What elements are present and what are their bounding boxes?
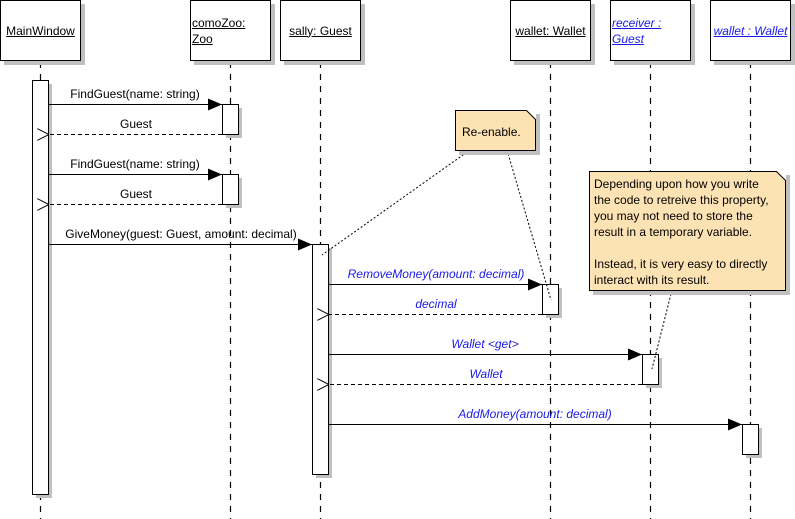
lifeline-head-comozoo[interactable]: comoZoo: Zoo: [190, 0, 271, 61]
activation-comozoo-2: [222, 174, 239, 205]
message-label-findguest-2: FindGuest(name: string): [70, 157, 200, 171]
lifeline-label: receiver : Guest: [612, 15, 662, 46]
lifeline-head-wallet2[interactable]: wallet : Wallet: [710, 0, 791, 61]
message-label-guest-2: Guest: [119, 187, 153, 201]
lifeline-label: wallet : Wallet: [713, 23, 788, 38]
message-label-wallet: Wallet: [469, 367, 503, 381]
message-label-addmoney: AddMoney(amount: decimal): [458, 407, 612, 421]
activation-sally: [312, 244, 329, 475]
lifeline-head-wallet[interactable]: wallet: Wallet: [510, 0, 591, 61]
note-property[interactable]: Depending upon how you write the code to…: [589, 171, 786, 291]
note-text: Depending upon how you write the code to…: [594, 177, 769, 287]
message-label-findguest-1: FindGuest(name: string): [70, 87, 200, 101]
lifeline-label: comoZoo: Zoo: [192, 15, 246, 46]
message-label-guest-1: Guest: [119, 117, 153, 131]
message-label-removemoney: RemoveMoney(amount: decimal): [347, 267, 525, 281]
activation-mainwindow: [32, 80, 49, 495]
note-text: Re-enable.: [462, 125, 521, 139]
activation-comozoo-1: [222, 104, 239, 135]
activation-shadows: [36, 84, 762, 498]
lifeline-label: sally: Guest: [289, 23, 352, 38]
note-fold-icon: [526, 110, 536, 120]
lifeline-head-mainwindow[interactable]: MainWindow: [0, 0, 81, 61]
lifeline-head-sally[interactable]: sally: Guest: [280, 0, 361, 61]
message-label-wallet-get: Wallet <get>: [451, 337, 519, 351]
note-fold-icon: [776, 171, 786, 181]
activation-wallet: [542, 284, 559, 315]
note-connector-property-receiver: [651, 289, 673, 370]
lifeline-label: wallet: Wallet: [515, 23, 586, 38]
note-reenable[interactable]: Re-enable.: [455, 110, 536, 151]
activation-receiver: [642, 354, 659, 385]
message-label-givemoney: GiveMoney(guest: Guest, amount: decimal): [65, 227, 297, 241]
lifeline-label: MainWindow: [6, 23, 75, 38]
lifeline-head-receiver[interactable]: receiver : Guest: [610, 0, 691, 61]
activation-wallet2: [742, 424, 759, 455]
message-label-decimal: decimal: [415, 297, 457, 311]
note-connector-reenable-sally: [321, 149, 471, 256]
